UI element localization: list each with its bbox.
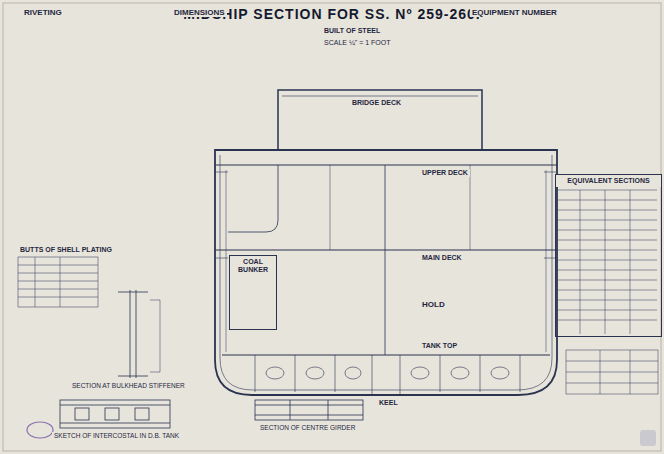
drawing-label: MAIN DECK — [420, 254, 464, 262]
drawing-label: DIMENSIONS — [172, 8, 227, 17]
drawing-label: RIVETING — [22, 8, 64, 17]
drawing-label: UPPER DECK — [420, 169, 470, 177]
drawing-label: BUTTS OF SHELL PLATING — [18, 246, 114, 254]
compartment-box: COAL BUNKER — [229, 255, 277, 330]
drawing-label: BUILT OF STEEL — [322, 27, 382, 35]
node-label: EQUIVALENT SECTIONS — [556, 175, 661, 187]
drawing-label: KEEL — [377, 399, 400, 407]
table-box: EQUIVALENT SECTIONS — [555, 174, 662, 337]
drawing-label: SECTION AT BULKHEAD STIFFENER — [70, 382, 187, 389]
node-label: COAL BUNKER — [230, 256, 276, 276]
drawing-label: EQUIPMENT NUMBER — [470, 8, 559, 17]
drawing-label: HOLD — [420, 300, 447, 309]
drawing-label: SKETCH OF INTERCOSTAL IN D.B. TANK — [52, 432, 181, 439]
drawing-label: TANK TOP — [420, 342, 459, 350]
drawing-label: SECTION OF CENTRE GIRDER — [258, 424, 357, 431]
drawing-label: BRIDGE DECK — [350, 99, 403, 107]
drawing-title: MIDSHIP SECTION FOR SS. Nº 259-260. — [183, 6, 480, 22]
drawing-label: SCALE ¼" = 1 FOOT — [322, 39, 392, 47]
